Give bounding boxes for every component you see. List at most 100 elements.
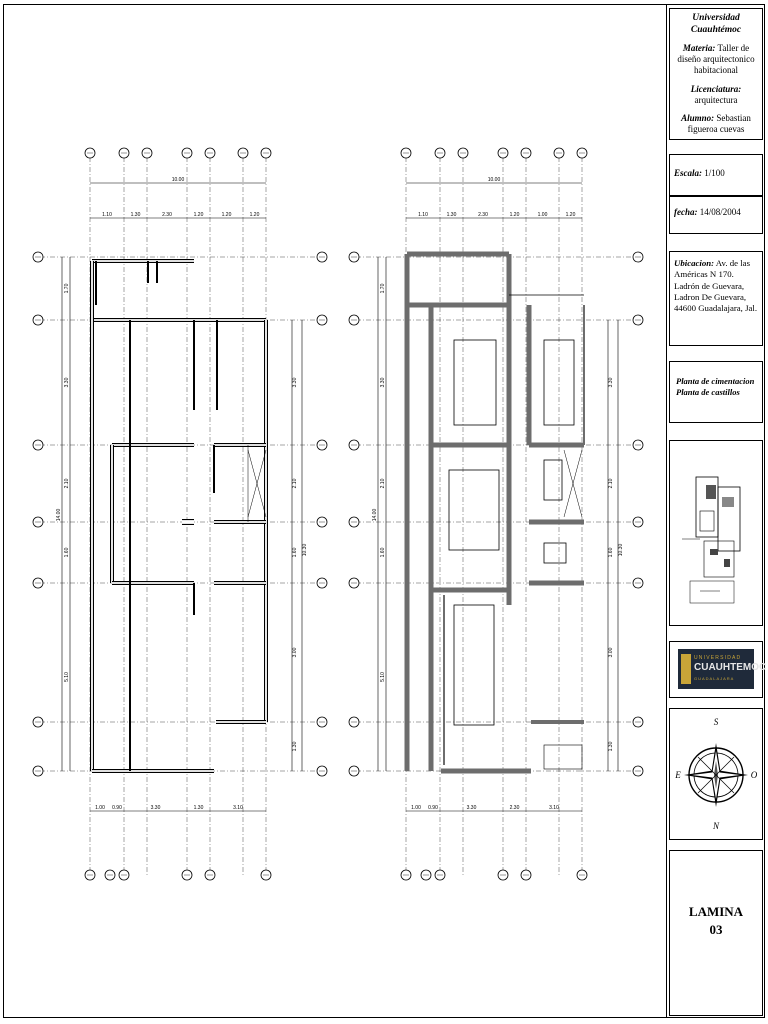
plan-left-stair-cross-b <box>247 449 267 518</box>
key-plan-box <box>669 440 763 626</box>
plan-left-dim-top-4: 1.20 <box>222 212 232 218</box>
plan-left-dim-left-0: 1.70 <box>64 283 70 293</box>
plan-right-dim-right-0: 3.30 <box>608 377 614 387</box>
plan-right-dim-bottom-4: 3.10 <box>549 805 559 811</box>
title-block-header: Universidad Cuauhtémoc Materia: Taller d… <box>669 8 763 140</box>
plan-right-dim-right-2: 1.60 <box>608 547 614 557</box>
plan-right-dim-bottom-2: 3.30 <box>467 805 477 811</box>
plan-right-room-2 <box>448 469 500 551</box>
compass-north-label: N <box>712 821 720 831</box>
plan-right-room-1 <box>543 339 575 426</box>
plan-right-dim-right-1: 2.10 <box>608 478 614 488</box>
plan-left-dim-top-1: 1.30 <box>131 212 141 218</box>
plan-right-dim-left-4: 5.10 <box>380 672 386 682</box>
plan-type-1: Planta de cimentacion <box>676 376 755 386</box>
plan-type-box: Planta de cimentacion Planta de castillo… <box>669 361 763 423</box>
plan-left-dim-left-2: 2.10 <box>64 478 70 488</box>
university-name: Universidad Cuauhtémoc <box>690 13 742 35</box>
key-plan-map <box>682 476 741 604</box>
licenciatura-value: arquitectura <box>694 94 738 105</box>
plan-right-dim-top-3: 1.20 <box>510 212 520 218</box>
scale-box: Escala: 1/100 <box>669 154 763 196</box>
sheet-number-box: LAMINA 03 <box>669 850 763 1016</box>
compass-west-label: O <box>751 770 758 780</box>
plan-type-2: Planta de castillos <box>676 387 740 398</box>
plan-right-garage-box <box>543 744 583 770</box>
fecha-value: 14/08/2004 <box>699 207 741 217</box>
logo-line-3: GUADALAJARA <box>694 676 735 681</box>
plan-left-dim-bottom-2: 3.30 <box>151 805 161 811</box>
plan-left-dim-top-0: 1.10 <box>102 212 112 218</box>
plan-left-dim-total-top: 10.00 <box>172 177 185 183</box>
plan-right-dim-top-5: 1.20 <box>566 212 576 218</box>
alumno-row: Alumno: Sebastian figueroa cuevas <box>673 113 759 136</box>
materia-row: Materia: Taller de diseño arquitectonico… <box>673 43 759 77</box>
plan-left-dim-top-3: 1.20 <box>194 212 204 218</box>
floor-plans: 10.00 1.10 1.30 2.30 1.20 1.20 1.20 14.00 1.70 3.… <box>32 147 644 881</box>
plan-left-dim-left-3: 1.60 <box>64 547 70 557</box>
plan-right-room-3 <box>543 459 563 501</box>
logo-line-1: UNIVERSIDAD <box>694 655 742 661</box>
lamina-number: 03 <box>709 921 723 937</box>
plan-left-dim-right-0: 3.30 <box>292 377 298 387</box>
plan-right-dim-right-4: 1.30 <box>608 741 614 751</box>
plan-right-dim-left-2: 2.10 <box>380 478 386 488</box>
materia-value: Taller de diseño arquitectonico habitaci… <box>677 42 755 76</box>
plan-left-dim-bottom-3: 1.30 <box>194 805 204 811</box>
drawing-sheet-frame <box>3 4 765 1018</box>
plan-left-dim-top-2: 2.30 <box>162 212 172 218</box>
materia-label: Materia: <box>682 42 716 53</box>
date-box: fecha: 14/08/2004 <box>669 196 763 234</box>
escala-label: Escala: <box>674 168 702 178</box>
alumno-value: Sebastian figueroa cuevas <box>687 113 751 135</box>
plan-left-dim-right-2: 1.60 <box>292 547 298 557</box>
plan-left-dim-right-1: 2.10 <box>292 478 298 488</box>
alumno-label: Alumno: <box>681 113 715 123</box>
plan-right-dim-top-1: 1.30 <box>447 212 457 218</box>
plan-left-dim-total-right: 10.30 <box>302 544 308 557</box>
plan-right-dim-bottom-3: 2.30 <box>510 805 520 811</box>
plan-right-dim-bottom-0: 1.00 <box>411 805 421 811</box>
plan-right-dim-right-3: 3.00 <box>608 647 614 657</box>
compass-rose-icon: S N E O <box>674 717 758 831</box>
plan-right-dim-top-2: 2.30 <box>478 212 488 218</box>
university-logo-box: UNIVERSIDAD CUAUHTEMOC GUADALAJARA <box>669 641 766 698</box>
ubicacion-label: Ubicacion: <box>674 258 715 268</box>
plan-left-dim-left-1: 3.30 <box>64 377 70 387</box>
logo-mark-icon <box>681 654 691 684</box>
plan-right-dim-top-4: 1.00 <box>538 212 548 218</box>
plan-left-dim-left-4: 5.10 <box>64 672 70 682</box>
plan-right-dim-top-0: 1.10 <box>418 212 428 218</box>
university-logo: UNIVERSIDAD CUAUHTEMOC GUADALAJARA <box>678 649 766 689</box>
plan-right-room-0 <box>453 339 497 426</box>
licenciatura-row: Licenciatura: arquitectura <box>673 84 759 107</box>
plan-right-dim-left-3: 1.60 <box>380 547 386 557</box>
plan-right-stair-cross-b <box>563 449 583 518</box>
plan-right-dim-total-top: 10.00 <box>488 177 501 183</box>
plan-left-dim-top-5: 1.20 <box>250 212 260 218</box>
fecha-label: fecha: <box>674 207 698 217</box>
logo-line-2: CUAUHTEMOC <box>694 662 767 673</box>
compass-rose-box: S N E O <box>669 708 763 840</box>
plan-right-room-5 <box>453 604 495 726</box>
plan-left-dim-bottom-0: 1.00 <box>95 805 105 811</box>
plan-left-dim-bottom-4: 3.10 <box>233 805 243 811</box>
plan-right-dim-left-1: 3.30 <box>380 377 386 387</box>
plan-right-room-4 <box>543 542 567 564</box>
plan-left-dim-right-4: 1.30 <box>292 741 298 751</box>
compass-south-label: S <box>714 717 719 727</box>
plan-right-dim-total-right: 10.30 <box>618 544 624 557</box>
plan-right-dim-left-0: 1.70 <box>380 283 386 293</box>
plan-left-dim-right-3: 3.00 <box>292 647 298 657</box>
plans-area: 10.00 1.10 1.30 2.30 1.20 1.20 1.20 14.00 1.70 3.… <box>4 5 667 1017</box>
plan-left-dim-bottom-1: 0.90 <box>112 805 122 811</box>
licenciatura-label: Licenciatura: <box>690 83 742 94</box>
location-box: Ubicacion: Av. de las Américas N 170. La… <box>669 251 763 346</box>
plan-right-dim-total-left: 14.00 <box>372 509 378 522</box>
plan-right-dim-bottom-1: 0.90 <box>428 805 438 811</box>
escala-value: 1/100 <box>704 168 725 178</box>
compass-east-label: E <box>674 770 681 780</box>
lamina-label: LAMINA <box>688 904 744 919</box>
plan-left-dim-total-left: 14.00 <box>56 509 62 522</box>
ubicacion-value: Av. de las Américas N 170. Ladrón de Gue… <box>674 258 758 313</box>
